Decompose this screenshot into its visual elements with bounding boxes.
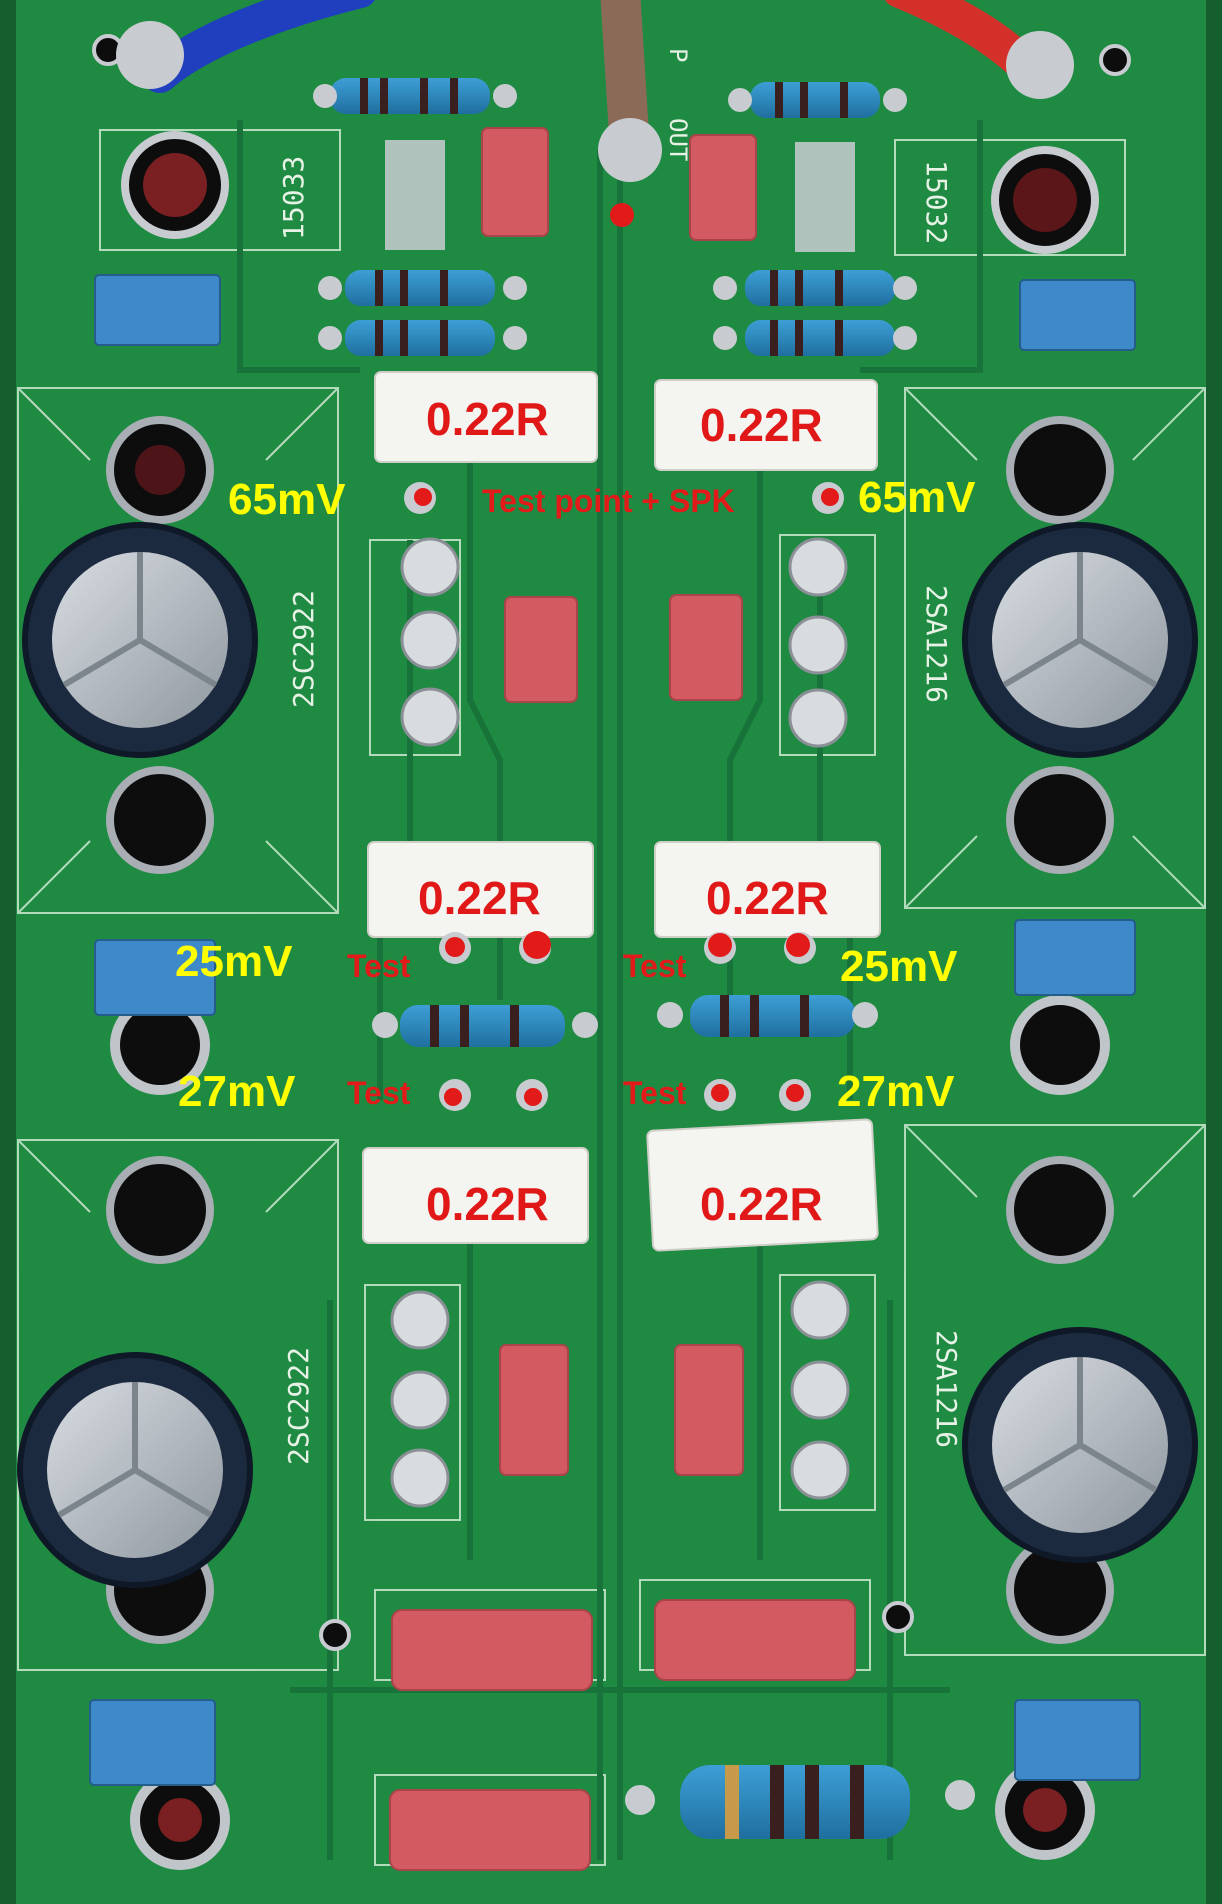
test-label-mid-left: Test (347, 948, 411, 984)
electrolytic-capacitors (17, 522, 1198, 1588)
wires (116, 0, 1074, 182)
resistor-label-bottom-left: 0.22R (426, 1178, 549, 1230)
silk-15032: 15032 (920, 160, 953, 245)
test-label-top-spk: Test point + SPK (482, 483, 735, 519)
voltage-label-top-right: 65mV (858, 473, 976, 522)
small-resistors (313, 78, 975, 1839)
silkscreen-outlines (17, 129, 1206, 1866)
voltage-label-mid-right: 25mV (840, 942, 958, 991)
transistor-pads (385, 140, 855, 1508)
test-points (404, 203, 844, 1111)
voltage-label-mid-left: 25mV (175, 937, 293, 986)
voltage-label-lower-left: 27mV (178, 1067, 296, 1116)
test-label-mid-right: Test (623, 948, 687, 984)
test-label-lower-right: Test (623, 1075, 687, 1111)
cement-resistors (362, 371, 881, 1252)
voltage-label-top-left: 65mV (228, 475, 346, 524)
silk-out: OUT (664, 118, 692, 162)
resistor-label-top-left: 0.22R (426, 393, 549, 445)
resistor-label-mid-left: 0.22R (418, 872, 541, 924)
silk-15033: 15033 (277, 155, 310, 240)
mounting-holes (92, 34, 1131, 1870)
silk-2sa1216-top: 2SA1216 (920, 585, 953, 704)
test-label-lower-left: Test (347, 1075, 411, 1111)
resistor-label-mid-right: 0.22R (706, 872, 829, 924)
silk-p: P (664, 48, 692, 63)
silk-2sc2922-top: 2SC2922 (287, 589, 320, 708)
silk-2sa1216-bottom: 2SA1216 (930, 1330, 963, 1449)
blue-blocks (89, 274, 1141, 1786)
resistor-label-top-right: 0.22R (700, 399, 823, 451)
resistor-label-bottom-right: 0.22R (700, 1178, 823, 1230)
silk-2sc2922-bottom: 2SC2922 (282, 1346, 315, 1465)
film-capacitors (389, 127, 856, 1871)
voltage-label-lower-right: 27mV (837, 1067, 955, 1116)
